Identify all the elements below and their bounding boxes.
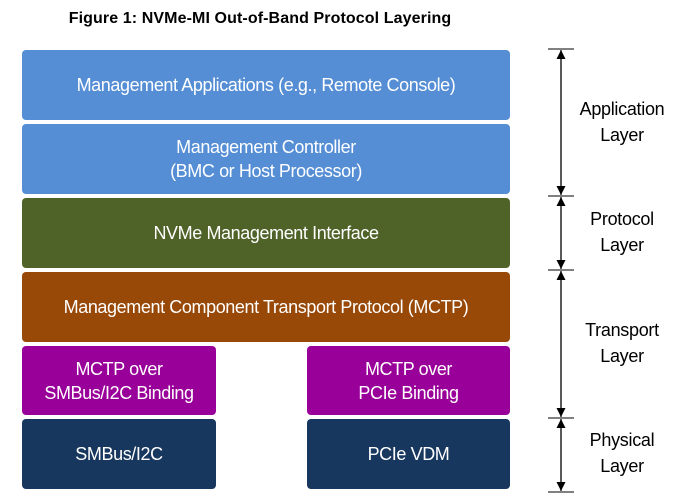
block-management-controller: Management Controller (BMC or Host Proce… [22, 124, 510, 194]
layer-label-application: Application Layer [579, 99, 665, 145]
block-management-applications: Management Applications (e.g., Remote Co… [22, 50, 510, 120]
block-mctp-pcie-binding: MCTP over PCIe Binding [307, 346, 510, 415]
layer-label-physical: Physical Layer [589, 430, 655, 476]
block-pcie-vdm: PCIe VDM [307, 419, 510, 489]
block-smbus-i2c: SMBus/I2C [22, 419, 216, 489]
block-mctp: Management Component Transport Protocol … [22, 272, 510, 342]
layer-label-protocol: Protocol Layer [590, 209, 654, 255]
block-mctp-smbus-binding: MCTP over SMBus/I2C Binding [22, 346, 216, 415]
layer-label-transport: Transport Layer [585, 320, 659, 366]
block-nvme-management-interface: NVMe Management Interface [22, 198, 510, 268]
figure-title: Figure 1: NVMe-MI Out-of-Band Protocol L… [68, 10, 452, 27]
